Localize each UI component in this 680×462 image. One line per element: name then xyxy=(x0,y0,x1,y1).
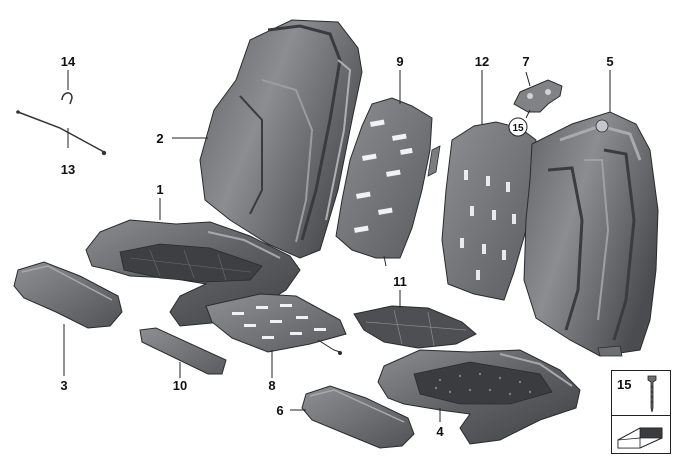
label-2: 2 xyxy=(156,131,163,146)
backrest-assembly-part[interactable] xyxy=(523,111,659,357)
leader-lines xyxy=(63,70,611,422)
label-5: 5 xyxy=(606,54,613,69)
backrest-foam-pad-part[interactable] xyxy=(441,121,537,301)
legend-top: 15 xyxy=(612,371,670,416)
legend-number: 15 xyxy=(617,377,632,392)
label-7: 7 xyxy=(522,54,529,69)
seat-heating-mat-part[interactable] xyxy=(205,293,347,355)
bracket-part[interactable] xyxy=(513,79,563,113)
label-11: 11 xyxy=(393,274,407,289)
label-3: 3 xyxy=(60,378,67,393)
label-6: 6 xyxy=(276,403,283,418)
label-12: 12 xyxy=(475,54,489,69)
wire-rod-part[interactable] xyxy=(16,110,107,156)
label-8: 8 xyxy=(268,378,275,393)
wedge-icon xyxy=(617,427,663,449)
circled-callout-15: 15 xyxy=(508,117,528,137)
label-4: 4 xyxy=(436,424,444,439)
side-bolster-right-part[interactable] xyxy=(301,385,415,449)
seat-cushion-part[interactable] xyxy=(377,349,581,445)
screw-icon xyxy=(647,375,657,413)
backrest-heating-panel-part[interactable] xyxy=(335,97,441,267)
clip-part[interactable] xyxy=(61,92,73,105)
trim-strip-part[interactable] xyxy=(139,327,227,375)
label-1: 1 xyxy=(156,182,163,197)
label-13: 13 xyxy=(61,162,75,177)
seat-foam-pad-part[interactable] xyxy=(353,305,477,349)
label-10: 10 xyxy=(173,378,187,393)
part-labels: 14 13 2 1 3 10 8 6 9 12 7 5 11 4 xyxy=(60,54,613,439)
circled-callout-label: 15 xyxy=(512,123,524,134)
label-14: 14 xyxy=(61,54,76,69)
label-9: 9 xyxy=(396,54,403,69)
side-bolster-left-part[interactable] xyxy=(13,261,123,329)
legend-bottom xyxy=(612,416,670,453)
screw-legend-box: 15 xyxy=(611,370,671,454)
backrest-cover-part[interactable] xyxy=(199,19,363,259)
